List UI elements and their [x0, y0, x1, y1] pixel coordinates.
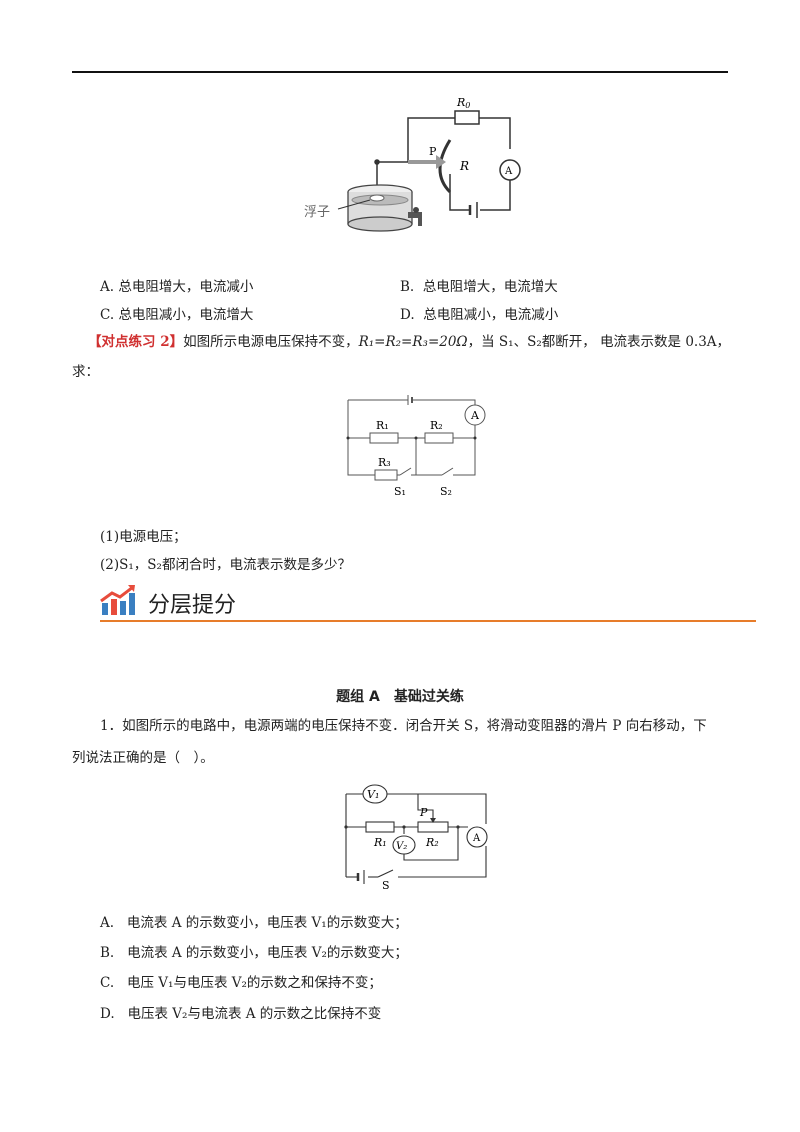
- section-title: 分层提分: [148, 593, 237, 618]
- prev-option-d[interactable]: D. 总电阻减小，电流减小: [400, 303, 558, 323]
- v2-label: V₂: [396, 841, 407, 852]
- r-label: R: [459, 159, 469, 173]
- float-label: 浮子: [304, 205, 330, 220]
- q1-option-b[interactable]: B. 电流表 A 的示数变小，电压表 V₂的示数变大；: [100, 941, 408, 961]
- q1-option-c[interactable]: C. 电压 V₁与电压表 V₂的示数之和保持不变；: [100, 971, 382, 991]
- practice-tag: 【对点练习 2】: [88, 334, 184, 350]
- practice2-stem: 【对点练习 2】如图所示电源电压保持不变，R₁=R₂=R₃=20Ω，当 S₁、S…: [88, 332, 730, 352]
- option-text: 电压表 V₂与电流表 A 的示数之比保持不变: [127, 1006, 382, 1022]
- slider-p-label: P: [429, 145, 437, 158]
- prev-option-c[interactable]: C. 总电阻减小，电流增大: [100, 303, 253, 323]
- r2-label: R₂: [430, 419, 443, 432]
- option-text: 总电阻减小，电流减小: [423, 307, 559, 323]
- practice2-sub1: (1)电源电压；: [100, 529, 187, 545]
- q1-stem-line1: 1．如图所示的电路中，电源两端的电压保持不变．闭合开关 S，将滑动变阻器的滑片 …: [100, 718, 707, 734]
- float-gauge-figure: 浮子 R0 P R A: [304, 96, 521, 232]
- option-label: C.: [100, 307, 115, 323]
- s2-label: S₂: [440, 485, 452, 498]
- practice2-stem-end: 求：: [72, 364, 99, 380]
- prev-option-a[interactable]: A. 总电阻增大，电流减小: [100, 275, 253, 295]
- option-text: 电流表 A 的示数变小，电压表 V₂的示数变大；: [127, 945, 408, 961]
- r1-label: R₁: [376, 419, 389, 432]
- ammeter-label: A: [504, 166, 513, 177]
- prev-option-b[interactable]: B. 总电阻增大，电流增大: [400, 275, 558, 295]
- option-text: 总电阻增大，电流增大: [422, 279, 558, 295]
- s1-label: S₁: [394, 485, 406, 498]
- section-rule: [100, 620, 756, 622]
- option-text: 总电阻减小，电流增大: [118, 307, 254, 323]
- option-label: B.: [400, 279, 415, 295]
- rising-chart-icon: [100, 585, 135, 615]
- header-rule: [72, 71, 728, 73]
- q1-stem-line2: 列说法正确的是（ ）。: [72, 750, 214, 766]
- group-title: 题组 A 基础过关练: [336, 689, 464, 705]
- switch-s-label: S: [382, 879, 390, 892]
- ammeter-label: A: [472, 833, 481, 844]
- slider-p-label: P: [419, 806, 428, 819]
- practice2-sub2: (2)S₁，S₂都闭合时，电流表示数是多少？: [100, 557, 351, 573]
- r2-label: R₂: [425, 836, 439, 849]
- option-label: A.: [100, 915, 115, 931]
- option-label: D.: [400, 307, 415, 323]
- option-label: D.: [100, 1006, 115, 1022]
- q1-option-a[interactable]: A. 电流表 A 的示数变小，电压表 V₁的示数变大；: [100, 911, 408, 931]
- option-label: B.: [100, 945, 115, 961]
- q1-circuit-figure: V₁ V₂ P R₁ R₂ A S: [344, 784, 488, 892]
- stem-part: ，当 S₁、S₂都断开， 电流表示数是 0.3A，: [467, 334, 731, 350]
- r3-label: R₃: [378, 456, 391, 469]
- option-label: A.: [100, 279, 115, 295]
- stem-part: 如图所示电源电压保持不变，: [183, 334, 359, 350]
- resistor-expression: R₁=R₂=R₃=20Ω: [358, 334, 468, 350]
- option-label: C.: [100, 975, 115, 991]
- r1-label: R₁: [373, 836, 387, 849]
- practice2-circuit-figure: R₁ R₂ R₃ A S₁ S₂: [346, 395, 486, 498]
- q1-option-d[interactable]: D. 电压表 V₂与电流表 A 的示数之比保持不变: [100, 1002, 381, 1022]
- v1-label: V₁: [367, 788, 379, 801]
- option-text: 电流表 A 的示数变小，电压表 V₁的示数变大；: [126, 915, 408, 931]
- r0-label: R0: [456, 96, 470, 110]
- option-text: 总电阻增大，电流减小: [118, 279, 254, 295]
- option-text: 电压 V₁与电压表 V₂的示数之和保持不变；: [127, 975, 382, 991]
- ammeter-label: A: [470, 409, 480, 422]
